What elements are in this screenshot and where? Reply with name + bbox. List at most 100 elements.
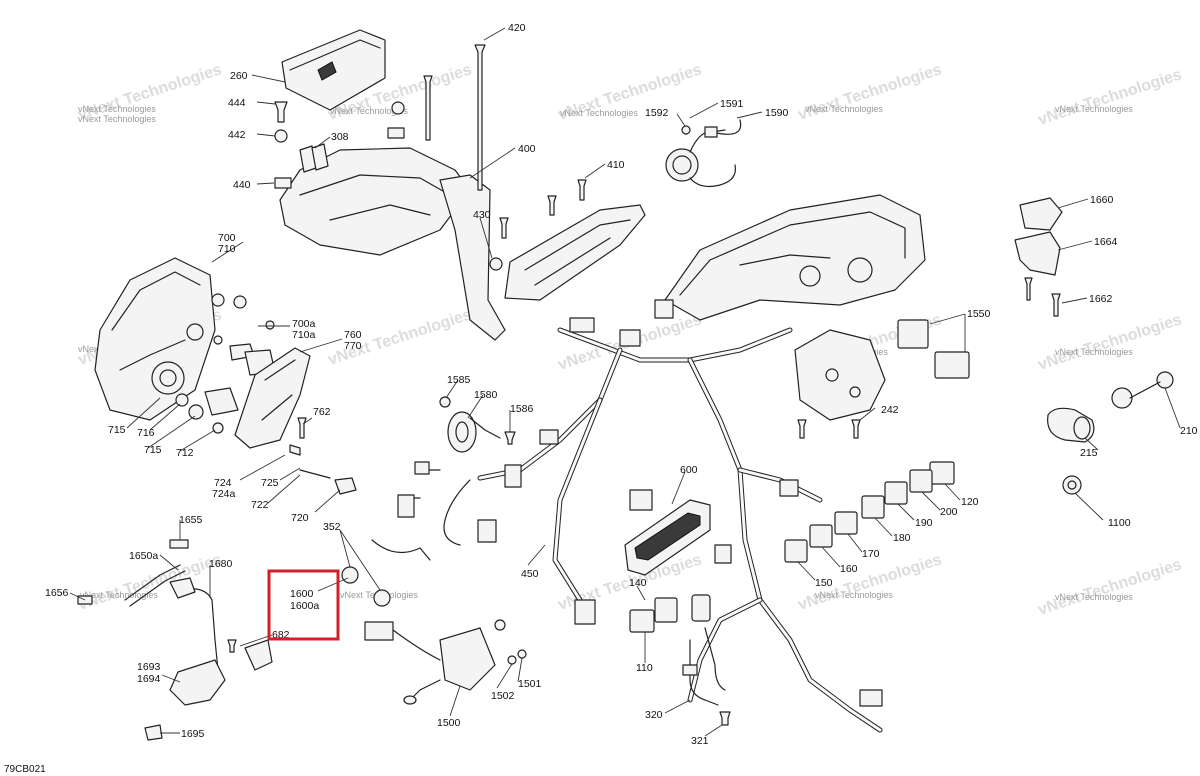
callout-1694: 1694 (137, 673, 161, 685)
horn-1580 (439, 396, 516, 453)
callout-labels: 420 260 444 442 308 440 400 410 430 1592… (45, 22, 1198, 747)
callout-1600a: 1600a (290, 600, 319, 612)
callout-444: 444 (228, 97, 246, 109)
bolt-444 (274, 101, 288, 123)
watermark: vNext Technologies (78, 104, 156, 114)
cable-320 (682, 627, 731, 726)
callout-260: 260 (230, 70, 248, 82)
watermark: vNext Technologies (1055, 104, 1133, 114)
callout-160: 160 (840, 563, 858, 575)
callout-440: 440 (233, 179, 251, 191)
watermark: vNext Technologies (1055, 592, 1133, 602)
callout-1662: 1662 (1089, 293, 1113, 305)
callout-442: 442 (228, 129, 246, 141)
watermark: vNext Technologies (330, 106, 408, 116)
gearbox-700 (94, 257, 357, 495)
callout-1693: 1693 (137, 661, 161, 673)
callout-710a: 710a (292, 329, 316, 341)
clip (387, 127, 405, 139)
watermark: vNext Technologies (1055, 347, 1133, 357)
callout-190: 190 (915, 517, 933, 529)
pedal-bracket-760 (234, 347, 311, 449)
callout-150: 150 (815, 577, 833, 589)
callout-1100: 1100 (1108, 517, 1131, 529)
watermark-ghost: vNext Technologies (1036, 556, 1184, 619)
callout-1592: 1592 (645, 107, 669, 119)
callout-1500: 1500 (437, 717, 461, 729)
panel-410 (504, 179, 646, 301)
main-harness (397, 194, 926, 733)
watermark-ghost: vNext Technologies (1036, 311, 1184, 374)
watermark: vNext Technologies (815, 590, 893, 600)
callout-200: 200 (940, 506, 958, 518)
callout-712: 712 (176, 447, 194, 459)
callout-1660: 1660 (1090, 194, 1114, 206)
callout-215: 215 (1080, 447, 1098, 459)
bolt-420 (474, 44, 486, 191)
callout-430: 430 (473, 209, 491, 221)
callout-420: 420 (508, 22, 526, 34)
grommet-430 (489, 257, 503, 271)
callout-110: 110 (636, 662, 653, 674)
callout-710: 710 (218, 243, 236, 255)
diagram-code: 79CB021 (4, 764, 46, 775)
callout-1586: 1586 (510, 403, 534, 415)
callout-308: 308 (331, 131, 349, 143)
callout-700a: 700a (292, 318, 316, 330)
callout-722: 722 (251, 499, 269, 511)
callout-1680: 1680 (209, 558, 233, 570)
callout-760: 760 (344, 329, 362, 341)
callout-715-lower: 715 (144, 444, 162, 456)
callout-724: 724 (214, 477, 232, 489)
steering-frame (664, 194, 926, 321)
callout-352: 352 (323, 521, 341, 533)
callout-1600: 1600 (290, 588, 314, 600)
callout-120: 120 (961, 496, 979, 508)
callout-720: 720 (291, 512, 309, 524)
callout-700: 700 (218, 232, 236, 244)
watermark: vNext Technologies (78, 114, 156, 124)
callout-600: 600 (680, 464, 698, 476)
callout-410: 410 (607, 159, 625, 171)
callout-725: 725 (261, 477, 279, 489)
callout-1650a: 1650a (129, 550, 158, 562)
highlight-box (267, 569, 340, 641)
callout-1656: 1656 (45, 587, 69, 599)
callout-1580: 1580 (474, 389, 498, 401)
throttle-cable (77, 539, 273, 741)
callout-450: 450 (521, 568, 539, 580)
clip-440 (274, 177, 292, 189)
callout-321: 321 (691, 735, 709, 747)
callout-170: 170 (862, 548, 880, 560)
callout-724a: 724a (212, 488, 236, 500)
callout-1550: 1550 (967, 308, 991, 320)
washer-442 (274, 129, 288, 143)
callout-140: 140 (629, 577, 647, 589)
callout-400: 400 (518, 143, 536, 155)
callout-1501: 1501 (518, 678, 542, 690)
callout-242: 242 (881, 404, 899, 416)
callout-180: 180 (893, 532, 911, 544)
watermark: vNext Technologies (80, 590, 158, 600)
callout-770: 770 (344, 340, 362, 352)
switches (1047, 371, 1174, 495)
watermark-ghost: vNext Technologies (796, 61, 944, 124)
callout-210: 210 (1180, 425, 1198, 437)
callout-715: 715 (108, 424, 126, 436)
watermark: vNext Technologies (805, 104, 883, 114)
callout-1655: 1655 (179, 514, 203, 526)
watermark-ghost: vNext Technologies (1036, 66, 1184, 129)
sensor-1590 (665, 119, 742, 188)
callout-1695: 1695 (181, 728, 205, 740)
top-cover-assembly (274, 29, 509, 341)
callout-320: 320 (645, 709, 663, 721)
callout-762: 762 (313, 406, 331, 418)
sensor-1660 (1014, 197, 1063, 317)
relay-connectors (629, 461, 955, 633)
leader-lines (69, 27, 1181, 737)
watermark: vNext Technologies (560, 108, 638, 118)
callout-1585: 1585 (447, 374, 471, 386)
actuator-1500 (341, 539, 527, 705)
